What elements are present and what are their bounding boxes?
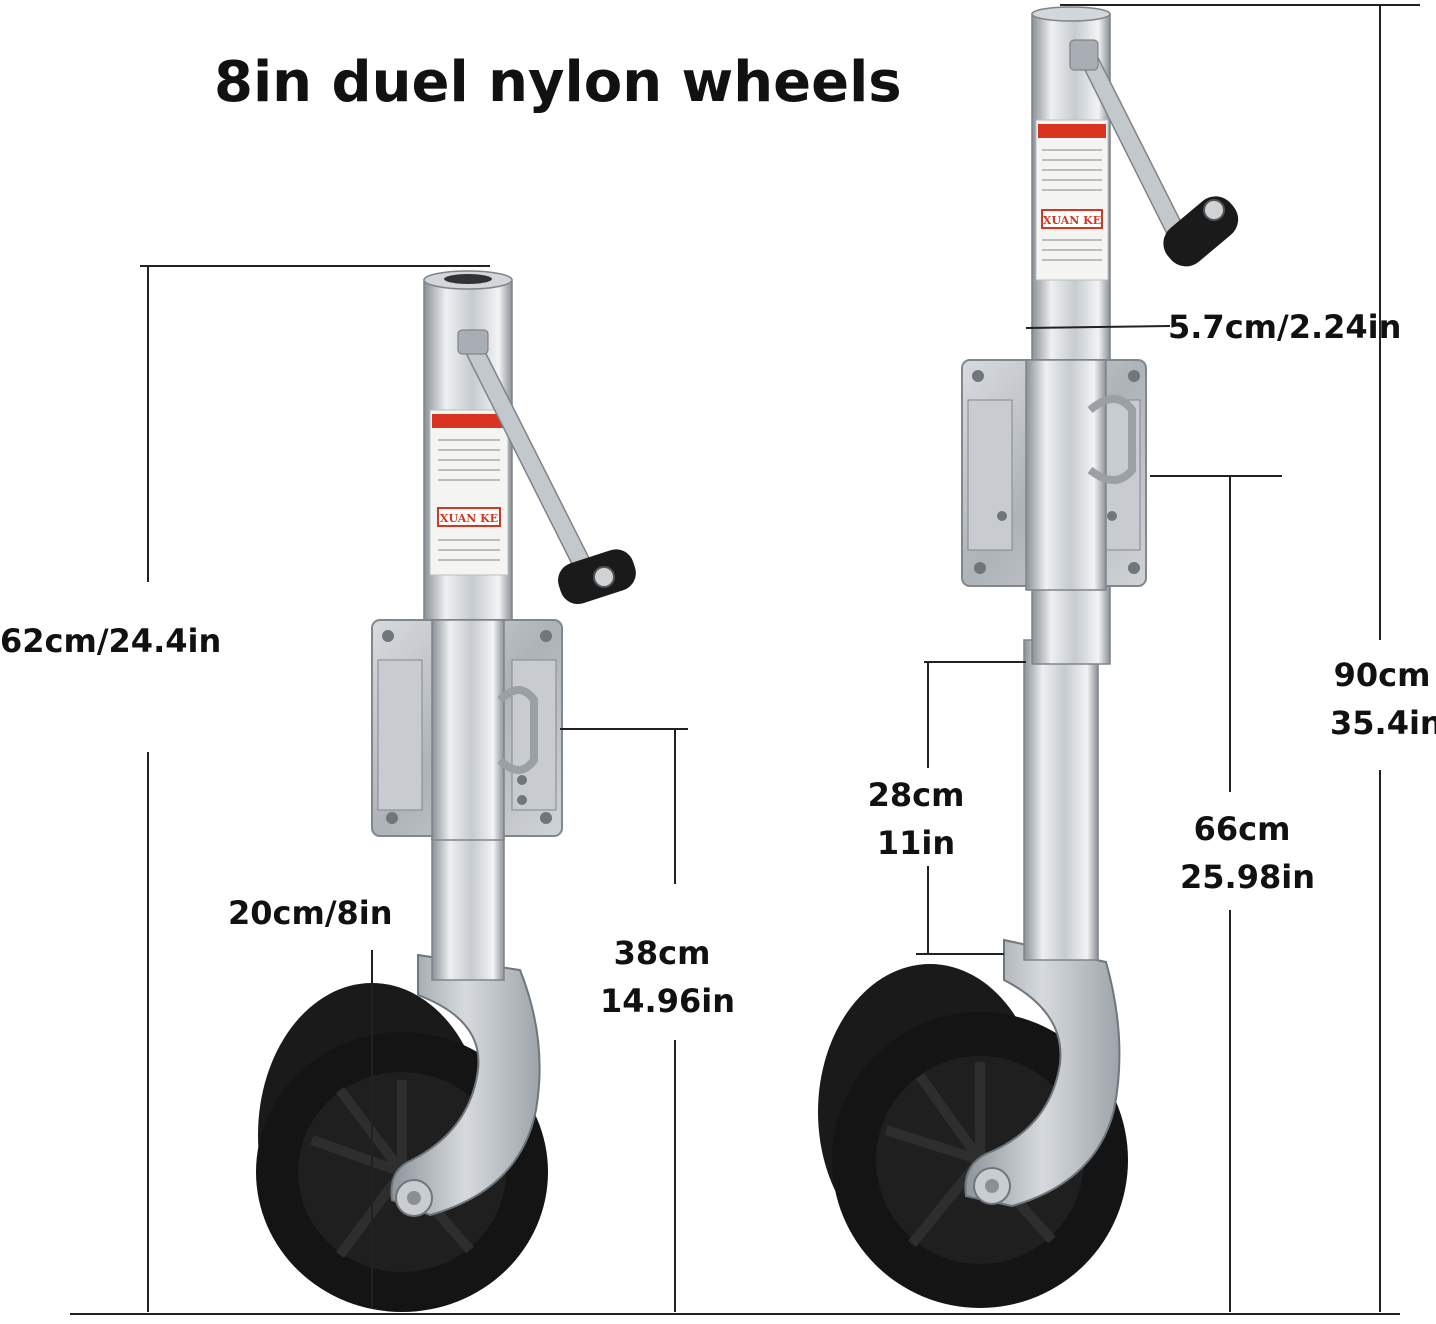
- right-locking-pin: [1087, 395, 1136, 484]
- dimension-lines: [70, 4, 1420, 1315]
- left-jack: XUAN KE: [256, 270, 636, 1312]
- right-wheel-fork: [964, 938, 1121, 1208]
- right-mount-height-cm-label: 66cm: [1193, 810, 1291, 848]
- left-brand-mark: XUAN KE: [440, 512, 498, 525]
- right-warning-label: [1035, 119, 1109, 281]
- right-travel-cm-label: 28cm: [867, 776, 965, 814]
- right-total-height-in-label: 35.4in: [1330, 704, 1436, 742]
- left-mount-height-in-label: 14.96in: [600, 982, 735, 1020]
- left-total-height-label: 62cm/24.4in: [0, 622, 222, 660]
- right-jack: XUAN KE: [818, 6, 1239, 1308]
- left-locking-pin: [497, 686, 538, 774]
- right-lower-tube: [1023, 639, 1099, 961]
- left-warning-label: [429, 409, 509, 576]
- right-travel-in-label: 11in: [876, 824, 956, 862]
- left-wheel-diameter-label: 20cm/8in: [228, 894, 393, 932]
- left-mount-height-cm-label: 38cm: [613, 934, 711, 972]
- right-tube-diameter-label: 5.7cm/2.24in: [1168, 308, 1402, 346]
- page-title: 8in duel nylon wheels: [214, 50, 902, 115]
- left-wheel-fork: [390, 953, 541, 1217]
- right-total-height-cm-label: 90cm: [1333, 656, 1431, 694]
- right-mount-height-in-label: 25.98in: [1180, 858, 1315, 896]
- right-brand-mark: XUAN KE: [1043, 214, 1101, 227]
